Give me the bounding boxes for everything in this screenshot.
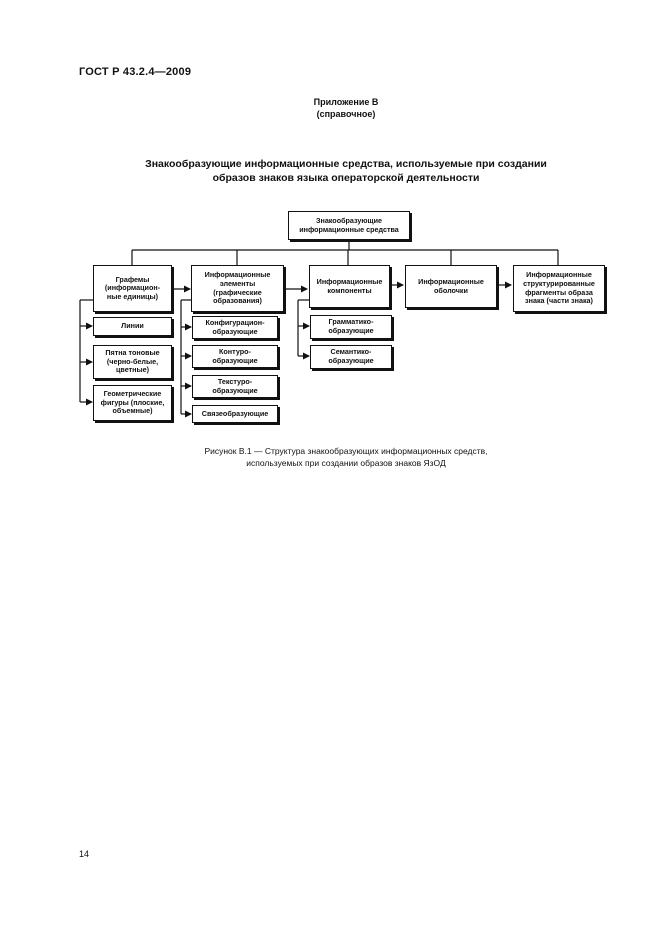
figure-caption-line-2: используемых при создании образов знаков…	[246, 458, 446, 468]
graphemes-box: Графемы (информацион- ные единицы)	[93, 265, 172, 312]
page-number: 14	[79, 849, 90, 859]
annex-heading: Приложение В (справочное)	[0, 96, 661, 120]
annex-status: (справочное)	[316, 109, 376, 119]
configuration-box: Конфигурацион- образующие	[192, 316, 278, 339]
info-elements-box: Информационные элементы (графические обр…	[191, 265, 284, 312]
info-components-box: Информационные компоненты	[309, 265, 390, 308]
link-forming-box: Связеобразующие	[192, 405, 278, 423]
structured-fragments-box: Информационные структурированные фрагмен…	[513, 265, 605, 312]
semantic-box: Семантико- образующие	[310, 345, 392, 369]
section-title-line-2: образов знаков языка операторской деятел…	[212, 172, 480, 184]
grammatical-box: Грамматико- образующие	[310, 315, 392, 339]
texture-box: Текстуро- образующие	[192, 375, 278, 398]
lines-box: Линии	[93, 317, 172, 336]
section-title: Знакообразующие информационные средства,…	[0, 157, 661, 185]
info-shells-box: Информационные оболочки	[405, 265, 497, 308]
tone-spots-box: Пятна тоновые (черно-белые, цветные)	[93, 345, 172, 379]
contour-box: Контуро- образующие	[192, 345, 278, 368]
figure-caption-line-1: Рисунок В.1 — Структура знакообразующих …	[204, 446, 488, 456]
figure-caption: Рисунок В.1 — Структура знакообразующих …	[0, 445, 661, 469]
document-code: ГОСТ Р 43.2.4—2009	[79, 66, 192, 78]
annex-label: Приложение В	[313, 97, 379, 107]
section-title-line-1: Знакообразующие информационные средства,…	[145, 158, 547, 170]
root-box: Знакообразующие информационные средства	[288, 211, 410, 240]
geometric-figures-box: Геометрические фигуры (плоские, объемные…	[93, 385, 172, 421]
